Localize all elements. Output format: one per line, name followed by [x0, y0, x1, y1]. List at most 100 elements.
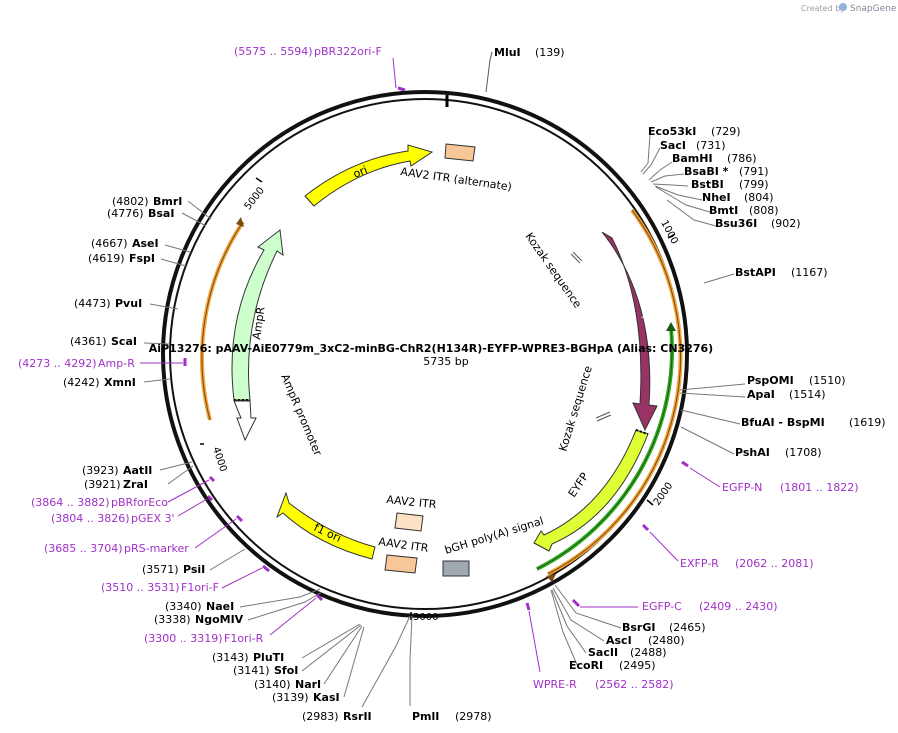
primer-exfp-r[interactable]: EXFP-R (2062 .. 2081): [641, 523, 814, 570]
site-asci[interactable]: AscI (2480): [606, 634, 685, 647]
site-zrai[interactable]: (3921) ZraI: [84, 478, 148, 491]
svg-text:(4242): (4242): [63, 376, 100, 389]
svg-text:PvuI: PvuI: [115, 297, 142, 310]
svg-text:(3804 .. 3826): (3804 .. 3826): [51, 512, 130, 525]
site-bsabi[interactable]: BsaBI * (791): [684, 165, 769, 178]
feature-eyfp-label: EYFP: [566, 470, 592, 500]
site-sacii[interactable]: SacII (2488): [588, 646, 667, 659]
site-pluti[interactable]: (3143) PluTI: [212, 651, 284, 664]
svg-text:(3571): (3571): [142, 563, 179, 576]
svg-text:(4473): (4473): [74, 297, 111, 310]
primer-pbr322ori-f[interactable]: (5575 .. 5594) pBR322ori-F: [234, 45, 406, 92]
primer-pgex-3[interactable]: (3804 .. 3826) pGEX 3': [51, 494, 214, 525]
primer-amp-r[interactable]: (4273 .. 4292) Amp-R: [18, 357, 187, 370]
svg-text:PluTI: PluTI: [253, 651, 284, 664]
site-bstapi[interactable]: BstAPI (1167): [735, 266, 828, 279]
site-bsrgi[interactable]: BsrGI (2465): [622, 621, 706, 634]
svg-text:NheI: NheI: [702, 191, 731, 204]
primer-egfp-n[interactable]: EGFP-N (1801 .. 1822): [681, 460, 859, 494]
feature-ori[interactable]: ori: [304, 144, 434, 207]
svg-text:(731): (731): [696, 139, 726, 152]
svg-text:NgoMIV: NgoMIV: [195, 613, 244, 626]
svg-text:(3340): (3340): [165, 600, 202, 613]
svg-text:NaeI: NaeI: [206, 600, 234, 613]
site-pmli[interactable]: PmlI (2978): [412, 710, 492, 723]
site-pspomi[interactable]: PspOMI (1510): [747, 374, 846, 387]
feature-f1-ori[interactable]: f1 ori: [275, 491, 376, 560]
svg-text:SacII: SacII: [588, 646, 618, 659]
credit-brand: SnapGene: [850, 4, 897, 14]
site-bstbi[interactable]: BstBI (799): [691, 178, 769, 191]
feature-aav2-itr-1[interactable]: AAV2 ITR: [386, 493, 438, 532]
svg-text:pBR322ori-F: pBR322ori-F: [314, 45, 382, 58]
svg-text:AscI: AscI: [606, 634, 632, 647]
site-aatii[interactable]: (3923) AatII: [82, 464, 152, 477]
svg-text:(2488): (2488): [630, 646, 667, 659]
svg-text:(804): (804): [744, 191, 774, 204]
site-saci[interactable]: SacI (731): [660, 139, 726, 152]
primer-wpre-r[interactable]: WPRE-R (2562 .. 2582): [525, 602, 674, 691]
svg-text:BamHI: BamHI: [672, 152, 713, 165]
site-scai[interactable]: (4361) ScaI: [70, 335, 137, 348]
green-arc: [536, 322, 676, 571]
site-nari[interactable]: (3140) NarI: [254, 678, 321, 691]
primer-prs-marker[interactable]: (3685 .. 3704) pRS-marker: [44, 514, 244, 555]
site-ecori[interactable]: EcoRI (2495): [569, 659, 656, 672]
svg-text:PmlI: PmlI: [412, 710, 439, 723]
svg-text:(1801 .. 1822): (1801 .. 1822): [780, 481, 859, 494]
svg-text:(3921): (3921): [84, 478, 121, 491]
svg-text:pGEX 3': pGEX 3': [131, 512, 175, 525]
feature-kozak-bottom[interactable]: Kozak sequence: [556, 364, 612, 453]
site-eco53ki[interactable]: Eco53kI (729): [648, 125, 741, 138]
site-psii[interactable]: (3571) PsiI: [142, 563, 205, 576]
site-asei[interactable]: (4667) AseI: [91, 237, 159, 250]
primer-f1ori-r[interactable]: (3300 .. 3319) F1ori-R: [144, 593, 324, 645]
svg-text:(2562 .. 2582): (2562 .. 2582): [595, 678, 674, 691]
site-bamhi[interactable]: BamHI (786): [672, 152, 757, 165]
svg-text:BsaI: BsaI: [148, 207, 174, 220]
site-ngomiv[interactable]: (3338) NgoMIV: [154, 613, 244, 626]
svg-text:EcoRI: EcoRI: [569, 659, 603, 672]
site-bmti[interactable]: BmtI (808): [709, 204, 779, 217]
primer-f1ori-f[interactable]: (3510 .. 3531) F1ori-F: [101, 564, 270, 594]
site-mlui[interactable]: MluI (139): [485, 46, 565, 93]
svg-text:(4273 .. 4292): (4273 .. 4292): [18, 357, 97, 370]
feature-itr-alt-label: AAV2 ITR (alternate): [400, 165, 513, 194]
site-naei[interactable]: (3340) NaeI: [165, 600, 234, 613]
svg-text:BmtI: BmtI: [709, 204, 738, 217]
site-pvui[interactable]: (4473) PvuI: [74, 297, 142, 310]
feature-kozak-top[interactable]: Kozak sequence: [523, 230, 585, 310]
svg-text:(1510): (1510): [809, 374, 846, 387]
svg-text:(3864 .. 3882): (3864 .. 3882): [31, 496, 110, 509]
svg-text:BstBI: BstBI: [691, 178, 724, 191]
feature-itr2-label: AAV2 ITR: [378, 535, 430, 555]
site-bmri[interactable]: (4802) BmrI: [112, 195, 182, 208]
feature-chr2[interactable]: ChR2(H134R): [601, 231, 664, 432]
site-bfuai-bspmi[interactable]: BfuAI - BspMI (1619): [741, 416, 886, 429]
svg-text:(3139): (3139): [272, 691, 309, 704]
feature-bgh-polya[interactable]: bGH poly(A) signal: [442, 514, 545, 577]
feature-aav2-itr-2[interactable]: AAV2 ITR: [378, 535, 430, 574]
site-sfoi[interactable]: (3141) SfoI: [233, 664, 298, 677]
site-xmni[interactable]: (4242) XmnI: [63, 376, 136, 389]
primer-pbrforeco[interactable]: (3864 .. 3882) pBRforEco: [31, 475, 216, 509]
site-rsrii[interactable]: (2983) RsrII: [302, 710, 372, 723]
site-pshai[interactable]: PshAI (1708): [735, 446, 822, 459]
svg-text:BsaBI *: BsaBI *: [684, 165, 729, 178]
feature-bgh-label: bGH poly(A) signal: [443, 514, 545, 556]
site-nhei[interactable]: NheI (804): [702, 191, 774, 204]
primer-egfp-c[interactable]: EGFP-C (2409 .. 2430): [571, 598, 778, 613]
svg-text:(3923): (3923): [82, 464, 119, 477]
site-bsu36i[interactable]: Bsu36I (902): [715, 217, 801, 230]
site-bsai[interactable]: (4776) BsaI: [107, 207, 174, 220]
bottom-site-leaders: [361, 615, 413, 708]
snapgene-logo-icon: [839, 3, 847, 11]
site-kasi[interactable]: (3139) KasI: [272, 691, 340, 704]
site-fspi[interactable]: (4619) FspI: [88, 252, 155, 265]
svg-text:AseI: AseI: [132, 237, 159, 250]
svg-text:(3338): (3338): [154, 613, 191, 626]
svg-text:(1514): (1514): [789, 388, 826, 401]
feature-ampr[interactable]: AmpR: [231, 229, 284, 401]
svg-text:(3300 .. 3319): (3300 .. 3319): [144, 632, 223, 645]
site-apai[interactable]: ApaI (1514): [747, 388, 826, 401]
